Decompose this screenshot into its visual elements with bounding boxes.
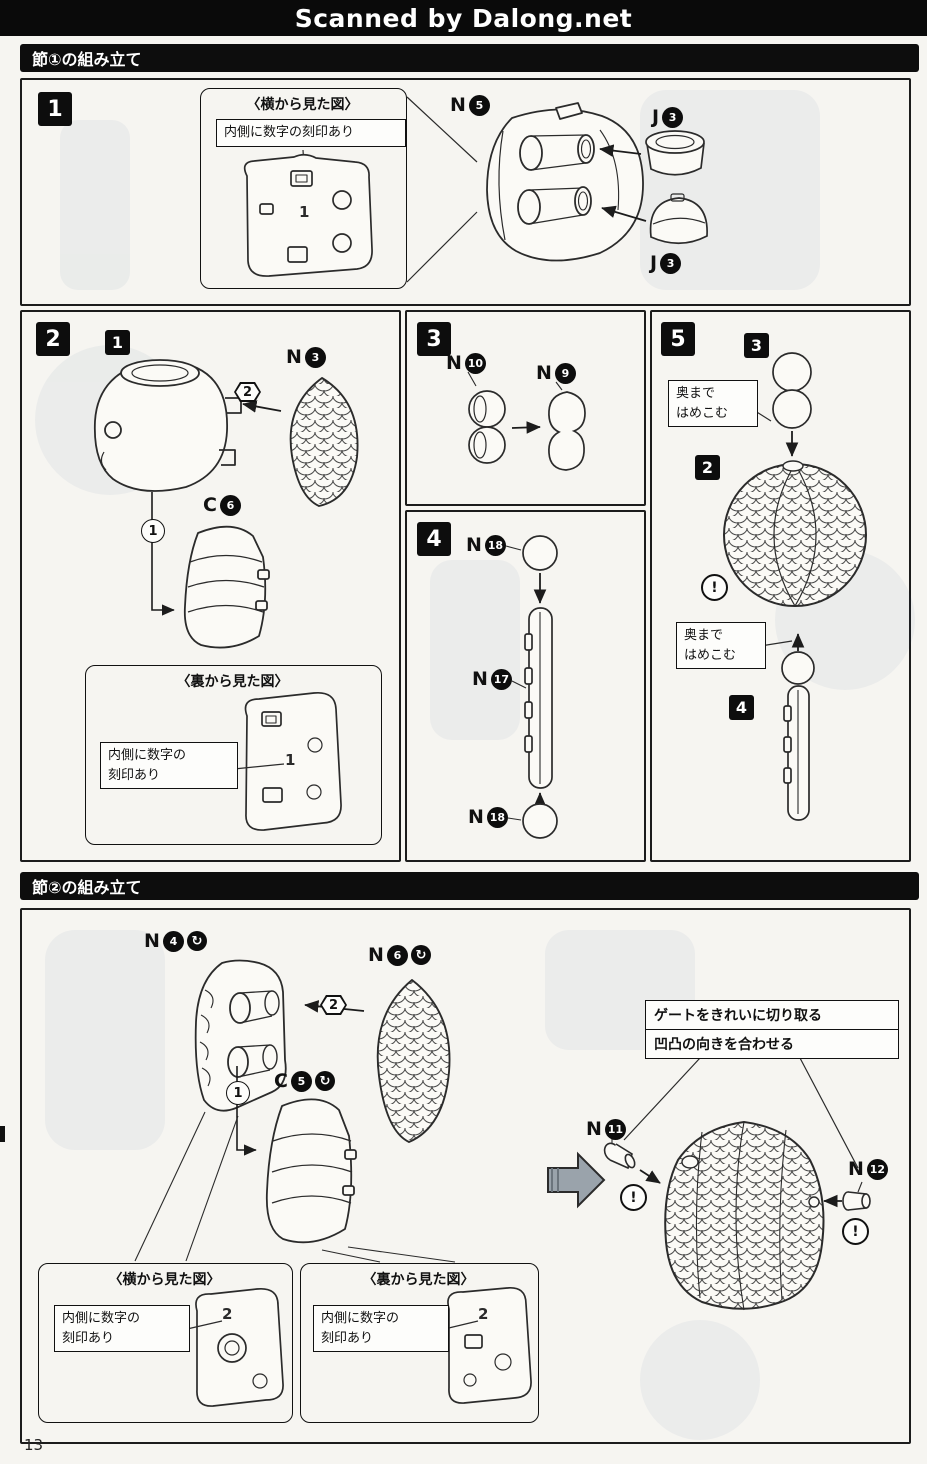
page-number: 13	[24, 1436, 44, 1454]
subassembly-badge-1: 1	[105, 330, 130, 355]
step-badge-1: 1	[38, 92, 72, 126]
subassembly-badge-4: 4	[729, 695, 754, 720]
callout-title-side-view-1: 〈横から見た図〉	[246, 97, 359, 113]
part-number-badge: 12	[866, 1158, 888, 1180]
part-number-badge: 18	[484, 534, 506, 556]
step3-box	[405, 310, 646, 506]
order-badge-1: 1	[141, 519, 165, 543]
note-engraving-2: 内側に数字の 刻印あり	[100, 742, 238, 789]
order-badge-2: 2	[320, 995, 347, 1015]
callout-title-back-view-2: 〈裏から見た図〉	[362, 1272, 475, 1288]
engraved-number: 1	[299, 203, 310, 221]
part-number-badge: 11	[604, 1118, 626, 1140]
scan-banner-text: Scanned by Dalong.net	[294, 3, 633, 33]
part-number-badge: 10	[464, 352, 486, 374]
note-engraving-3: 内側に数字の 刻印あり	[54, 1305, 190, 1352]
gate-note-line2: 凹凸の向きを合わせる	[646, 1029, 898, 1058]
circular-arrow-icon: ↻	[410, 945, 431, 965]
note-push-in-bottom: 奥まで はめこむ	[676, 622, 766, 669]
warning-icon: !	[620, 1184, 647, 1211]
step-badge-3: 3	[417, 322, 451, 356]
order-badge-2: 2	[234, 382, 261, 402]
callout-box-side-view-2	[38, 1263, 293, 1423]
warning-icon: !	[701, 574, 728, 601]
note-engraving-1: 内側に数字の刻印あり	[216, 119, 406, 147]
step-badge-4: 4	[417, 522, 451, 556]
step5-box	[650, 310, 911, 862]
order-badge-1: 1	[226, 1081, 250, 1105]
section1-title: 節①の組み立て	[32, 50, 142, 69]
part-number-badge: 6	[386, 944, 408, 966]
callout-title-back-view-1: 〈裏から見た図〉	[176, 674, 289, 690]
part-number-badge: 4	[162, 930, 184, 952]
step4-box	[405, 510, 646, 862]
gate-instruction-note: ゲートをきれいに切り取る 凹凸の向きを合わせる	[645, 1000, 899, 1059]
step-badge-5: 5	[661, 322, 695, 356]
part-number-badge: 5	[290, 1070, 312, 1092]
part-number-badge: 3	[660, 252, 682, 274]
note-engraving-4: 内側に数字の 刻印あり	[313, 1305, 449, 1352]
callout-box-back-view-2	[300, 1263, 539, 1423]
section2-box	[20, 908, 911, 1444]
step2-box	[20, 310, 401, 862]
section2-title: 節②の組み立て	[32, 878, 142, 897]
callout-box-back-view-1	[85, 665, 382, 845]
circular-arrow-icon: ↻	[314, 1071, 335, 1091]
part-number-badge: 5	[468, 94, 490, 116]
part-number-badge: 3	[304, 346, 326, 368]
section1-title-bar: 節①の組み立て	[20, 44, 919, 72]
section2-title-bar: 節②の組み立て	[20, 872, 919, 900]
gate-note-line1: ゲートをきれいに切り取る	[654, 1008, 822, 1024]
warning-icon: !	[842, 1218, 869, 1245]
part-number-badge: 9	[554, 362, 576, 384]
step-badge-2: 2	[36, 322, 70, 356]
engraved-number: 1	[285, 751, 296, 769]
callout-title-side-view-2: 〈横から見た図〉	[108, 1272, 221, 1288]
part-number-badge: 17	[490, 668, 512, 690]
scan-banner: Scanned by Dalong.net	[0, 0, 927, 36]
engraved-number: 2	[222, 1305, 233, 1323]
step1-box	[20, 78, 911, 306]
subassembly-badge-2: 2	[695, 455, 720, 480]
note-push-in-top: 奥まで はめこむ	[668, 380, 758, 427]
engraved-number: 2	[478, 1305, 489, 1323]
part-number-badge: 3	[662, 106, 684, 128]
part-number-badge: 6	[219, 494, 241, 516]
circular-arrow-icon: ↻	[186, 931, 207, 951]
scan-edge-mark	[0, 1126, 5, 1142]
part-number-badge: 18	[486, 806, 508, 828]
subassembly-badge-3: 3	[744, 333, 769, 358]
